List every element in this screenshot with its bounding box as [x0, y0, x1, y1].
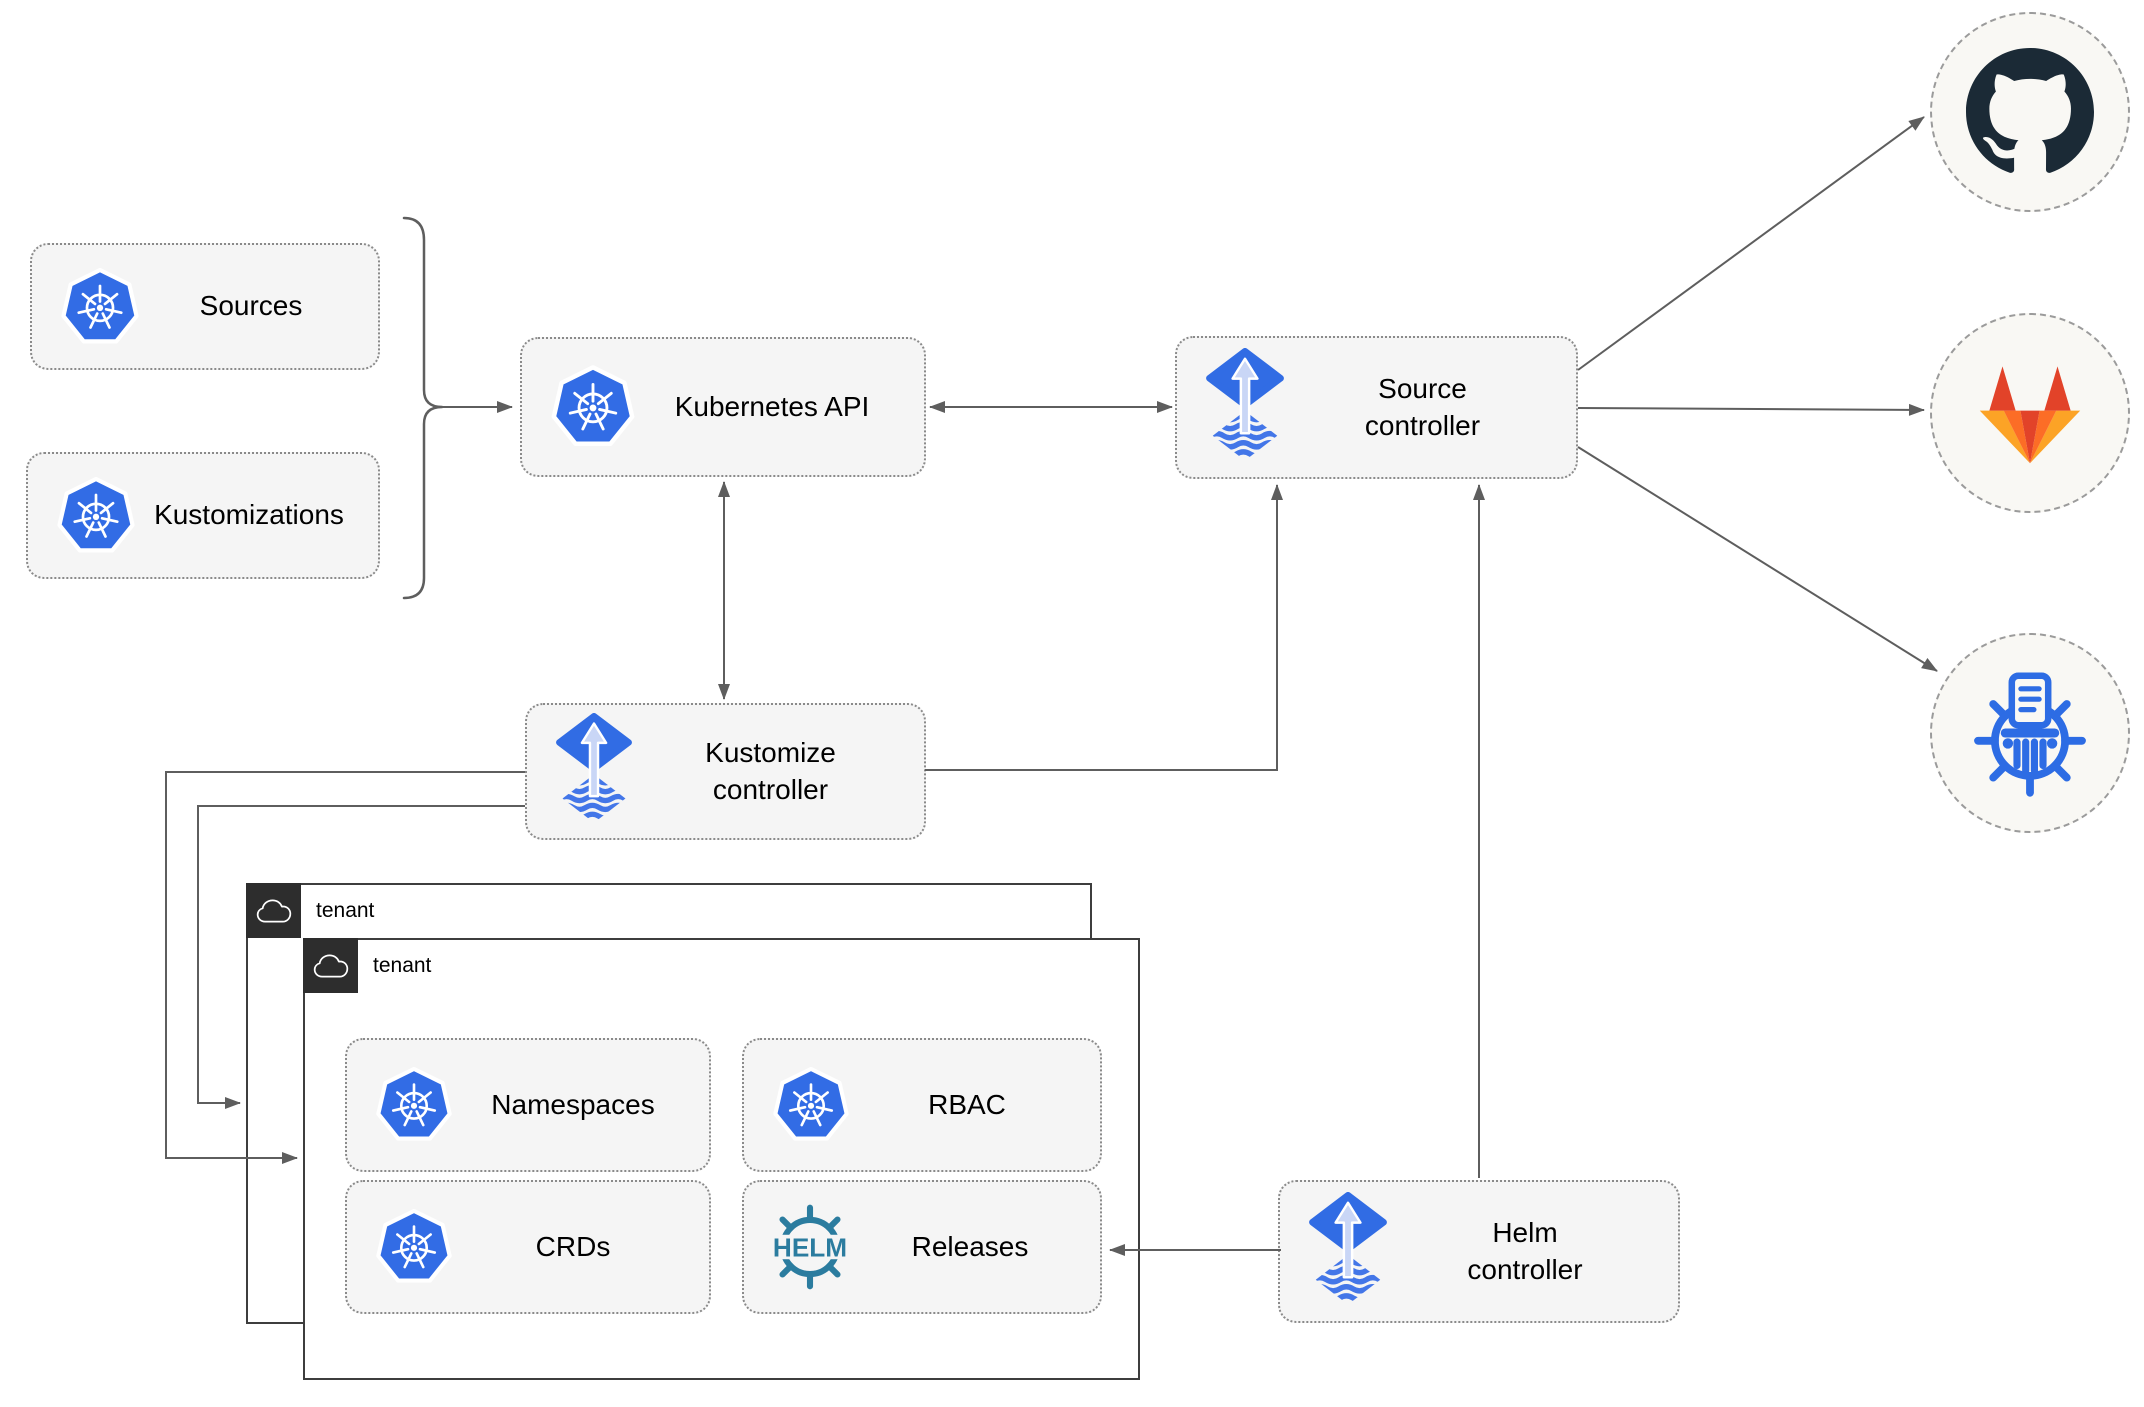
cloud-icon — [256, 897, 292, 925]
edge-source-to-gitlab — [1577, 403, 1925, 416]
releases-node: HELM Releases — [742, 1180, 1102, 1314]
node-label: Releases — [911, 1230, 1029, 1262]
kubernetes-icon — [373, 1206, 455, 1288]
github-endpoint — [1930, 12, 2130, 212]
namespaces-node: Namespaces — [345, 1038, 711, 1172]
kustomizations-node: Kustomizations — [26, 452, 380, 579]
kubernetes-icon — [54, 474, 138, 558]
crds-node: CRDs — [345, 1180, 711, 1314]
sources-node: Sources — [30, 243, 380, 370]
helm-controller-node: Helm controller — [1278, 1180, 1680, 1323]
brace-connector — [402, 216, 444, 600]
node-label: Kustomize controller — [705, 737, 836, 805]
chart-repository-endpoint — [1930, 633, 2130, 833]
chartmuseum-icon — [1965, 668, 2095, 798]
node-label: Kubernetes API — [674, 390, 870, 422]
kubernetes-icon — [770, 1064, 852, 1146]
edge-source-to-chart-repository — [1577, 446, 1938, 672]
tenant-tab — [303, 938, 358, 993]
rbac-node: RBAC — [742, 1038, 1102, 1172]
helm-icon: HELM — [762, 1201, 858, 1293]
tenant-tab — [246, 883, 301, 938]
kubernetes-icon — [373, 1064, 455, 1146]
node-label: RBAC — [928, 1088, 1006, 1120]
github-icon — [1966, 48, 2094, 176]
gitlab-icon — [1970, 358, 2090, 468]
node-label: Namespaces — [491, 1088, 655, 1120]
node-label: Kustomizations — [154, 499, 344, 531]
node-label: CRDs — [535, 1230, 611, 1262]
kustomize-controller-node: Kustomize controller — [525, 703, 926, 840]
flux-icon — [1306, 1191, 1390, 1312]
flux-icon — [553, 713, 635, 830]
gitlab-endpoint — [1930, 313, 2130, 513]
kubernetes-icon — [548, 362, 638, 452]
kubernetes-api-node: Kubernetes API — [520, 337, 926, 477]
flux-icon — [1203, 347, 1287, 468]
node-label: Sources — [199, 290, 303, 322]
node-label: Source controller — [1364, 373, 1481, 441]
kubernetes-icon — [58, 265, 142, 349]
tenant-label: tenant — [373, 953, 432, 977]
edge-kustomize-to-source — [925, 484, 1283, 771]
edge-source-to-github — [1577, 116, 1925, 371]
tenant-label: tenant — [316, 898, 375, 922]
source-controller-node: Source controller — [1175, 336, 1578, 479]
cloud-icon — [313, 952, 349, 980]
svg-text:HELM: HELM — [773, 1233, 847, 1263]
node-label: Helm controller — [1467, 1217, 1583, 1285]
